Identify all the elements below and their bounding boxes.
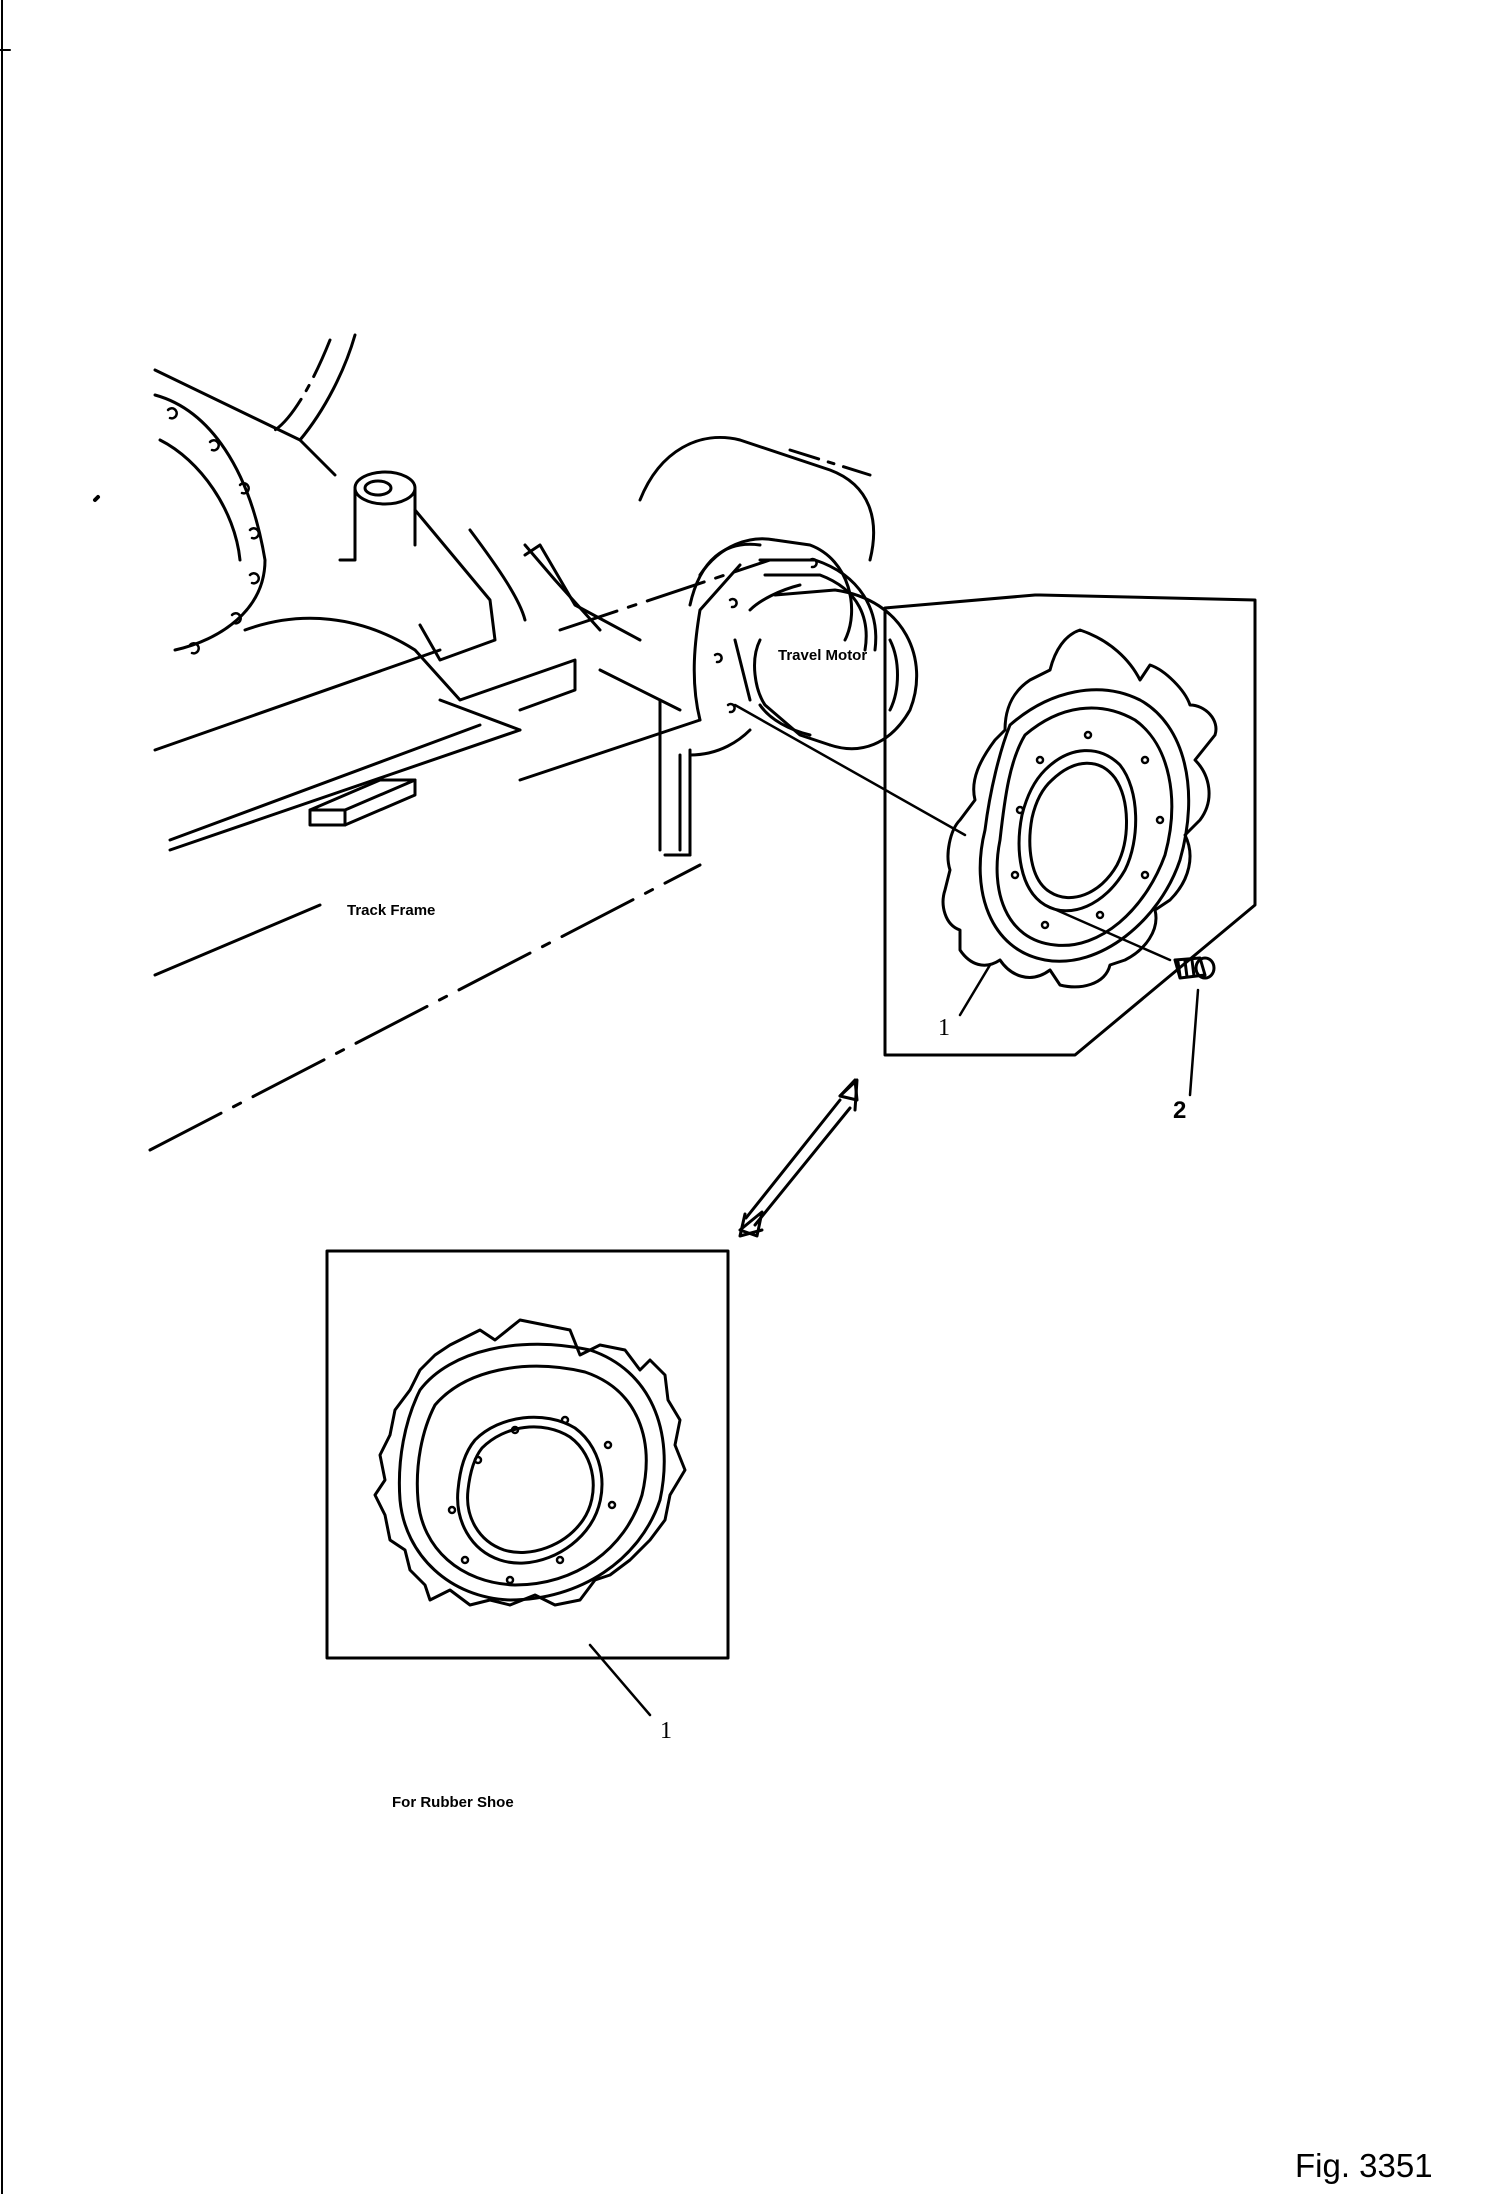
track-frame-label: Track Frame	[347, 902, 435, 919]
rubber-shoe-panel	[325, 1249, 730, 1660]
rubber-sprocket-part-1	[373, 1318, 687, 1607]
travel-motor-drawing	[638, 436, 919, 751]
leader-lines	[588, 963, 1200, 1717]
rubber-shoe-caption: For Rubber Shoe	[392, 1794, 514, 1811]
sprocket-panel	[883, 593, 1257, 1057]
double-arrow-icon	[738, 1078, 859, 1238]
figure-number: Fig. 3351	[1295, 2147, 1433, 2184]
track-frame-drawing	[93, 333, 772, 1152]
callout-bolt: 2	[1173, 1097, 1186, 1124]
bolt-part-2	[1173, 956, 1216, 980]
assembly-lines	[733, 703, 1172, 962]
page-frame	[0, 0, 11, 2194]
sprocket-part-1	[941, 628, 1218, 989]
travel-motor-label: Travel Motor	[778, 647, 867, 664]
callout-rubber-sprocket: 1	[660, 1718, 672, 1744]
callout-sprocket: 1	[938, 1015, 950, 1041]
